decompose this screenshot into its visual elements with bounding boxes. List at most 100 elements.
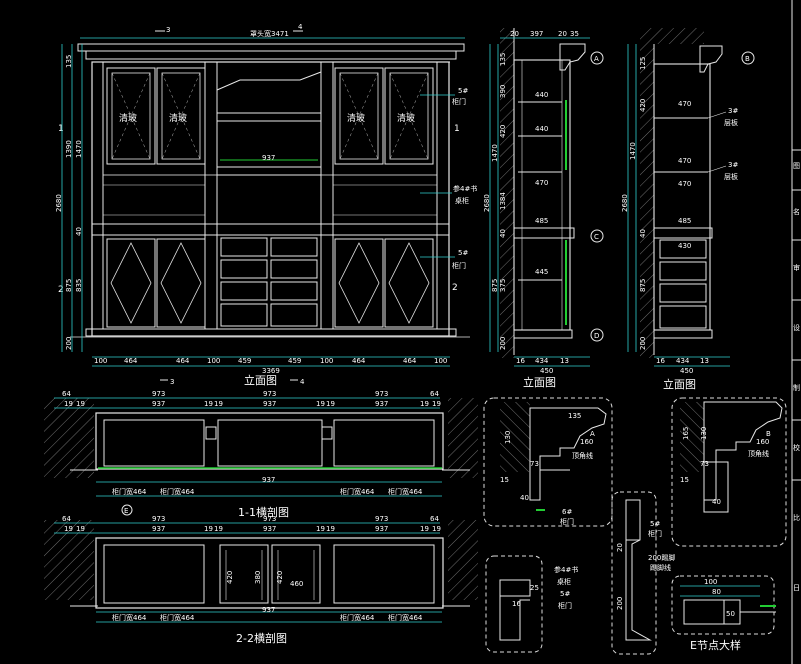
left-dim-total: 2680 — [55, 194, 63, 212]
side2-inner-4: 485 — [678, 217, 691, 225]
side1-left-2: 390 — [499, 85, 507, 98]
detB-dim-6: 40 — [712, 498, 721, 506]
side2-shelf-1: 层板 — [724, 118, 738, 127]
sec1-top-4: 973 — [375, 390, 388, 398]
side1-inner-5: 445 — [535, 268, 548, 276]
sec2-sub-9: 937 — [375, 525, 388, 533]
sec2-sub-11: 19 — [432, 525, 441, 533]
sec2-door-4: 柜门宽464 — [388, 613, 423, 622]
section-mark-3-bottom: 3 — [170, 378, 174, 386]
sec1-sub-10: 19 — [420, 400, 429, 408]
side1-left-5: 1384 — [499, 192, 507, 210]
sec2-top-4: 973 — [375, 515, 388, 523]
detD-skirting-height: 200踢脚 — [648, 553, 675, 562]
sec1-center-dim: 937 — [262, 476, 275, 484]
sec2-sub-6: 937 — [263, 525, 276, 533]
left-dim-135: 135 — [65, 55, 73, 68]
detB-dim-3: 73 — [700, 460, 709, 468]
side2-bottom-total: 450 — [680, 367, 693, 375]
detC-desk: 桌柜 — [557, 577, 571, 586]
sec1-sub-5: 19 — [214, 400, 223, 408]
side1-left-9: 200 — [499, 337, 507, 350]
sec2-door-2: 柜门宽464 — [160, 613, 195, 622]
sec1-sub-2: 19 — [76, 400, 85, 408]
side2-shelf-2: 层板 — [724, 172, 738, 181]
bottom-dim-5: 459 — [238, 357, 251, 365]
bottom-dim-9: 464 — [403, 357, 417, 365]
side1-bottom-total: 450 — [540, 367, 553, 375]
side2-inner-2: 470 — [678, 157, 691, 165]
side1-left-7: 375 — [499, 279, 507, 292]
side1-callout-d: D — [594, 332, 599, 340]
left-dim-875: 875 — [65, 279, 73, 292]
detC-dim-2: 16 — [512, 600, 521, 608]
side1-top-dim-2: 397 — [530, 30, 543, 38]
detA-dim-5: 15 — [500, 476, 509, 484]
side2-callout-b: B — [745, 55, 750, 63]
side-elevation-2: B 470 470 470 485 430 3# 层板 3# 层板 125 42… — [621, 28, 755, 391]
sec1-sub-3: 937 — [152, 400, 165, 408]
callout-door-no-2: 5# — [458, 249, 468, 257]
sec2-door-3: 柜门宽464 — [340, 613, 375, 622]
sec2-caption: 2-2横剖图 — [236, 631, 287, 645]
detC-dim-1: 25 — [530, 584, 539, 592]
sec1-sub-4: 19 — [204, 400, 213, 408]
bottom-dim-1: 100 — [94, 357, 107, 365]
bottom-dim-2: 464 — [124, 357, 138, 365]
detail-c: 25 16 参4#书 桌柜 5# 柜门 — [485, 555, 578, 653]
detB-crown-line: 顶角线 — [748, 449, 769, 458]
glass-label-2: 清玻 — [169, 112, 187, 124]
sec1-top-3: 973 — [263, 390, 276, 398]
sec1-sub-6: 937 — [263, 400, 276, 408]
side2-total: 2680 — [621, 194, 629, 212]
glass-label-3: 清玻 — [347, 112, 365, 124]
section-mark-3-top: 3 — [166, 26, 170, 34]
bottom-dim-6: 459 — [288, 357, 301, 365]
sec1-top-1: 64 — [62, 390, 71, 398]
side-mark-1-right: 1 — [454, 124, 460, 134]
detA-dim-3: 73 — [530, 460, 539, 468]
title-block-glyph-5: 制 — [793, 383, 800, 392]
detB-dim-5: 15 — [680, 476, 689, 484]
left-dim-200: 200 — [65, 337, 73, 350]
detail-d: 5# 柜门 200踢脚 踢脚线 20 200 — [611, 491, 675, 655]
detail-a: 135 130 73 160 15 40 A 顶角线 6# 柜门 — [483, 397, 613, 527]
side-mark-1-left: 1 — [58, 124, 64, 134]
title-block-glyph-3: 审 — [793, 263, 800, 272]
side1-left-1: 135 — [499, 53, 507, 66]
sec1-door-4: 柜门宽464 — [388, 487, 423, 496]
title-block-glyph-7: 比 — [793, 513, 800, 522]
detC-door-no: 5# — [560, 590, 570, 598]
bottom-dim-10: 100 — [434, 357, 447, 365]
side2-left-6: 200 — [639, 337, 647, 350]
detD-door-no: 5# — [650, 520, 660, 528]
title-block-glyph-4: 设 — [793, 323, 800, 332]
side1-top-dim-3: 20 — [558, 30, 567, 38]
sec2-inner-2: 380 — [254, 571, 262, 584]
bottom-dim-4: 100 — [207, 357, 220, 365]
side1-bottom-1: 16 — [516, 357, 525, 365]
sec1-door-2: 柜门宽464 — [160, 487, 195, 496]
sec2-sub-1: 19 — [64, 525, 73, 533]
sec2-inner-1: 420 — [226, 571, 234, 584]
callout-door-1: 柜门 — [452, 97, 466, 106]
sec1-sub-1: 19 — [64, 400, 73, 408]
detE-dim-1: 100 — [704, 578, 717, 586]
side2-bottom-2: 434 — [676, 357, 690, 365]
sec1-sub-7: 19 — [316, 400, 325, 408]
front-elevation-caption: 立面图 — [244, 373, 277, 387]
sec1-mark-e: E — [124, 507, 128, 515]
sec1-door-1: 柜门宽464 — [112, 487, 147, 496]
side2-bottom-1: 16 — [656, 357, 665, 365]
side1-top-dim-1: 20 — [510, 30, 519, 38]
callout-desk-cabinet: 桌柜 — [455, 196, 469, 205]
detA-dim-4: 160 — [580, 438, 593, 446]
detail-b: 165 130 73 160 15 40 B 顶角线 — [671, 397, 787, 547]
detE-caption: E节点大样 — [690, 638, 741, 652]
side1-inner-4: 485 — [535, 217, 548, 225]
inner-width: 937 — [262, 154, 275, 162]
sec2-sub-10: 19 — [420, 525, 429, 533]
sec2-sub-8: 19 — [326, 525, 335, 533]
side-mark-2-right: 2 — [452, 283, 458, 293]
